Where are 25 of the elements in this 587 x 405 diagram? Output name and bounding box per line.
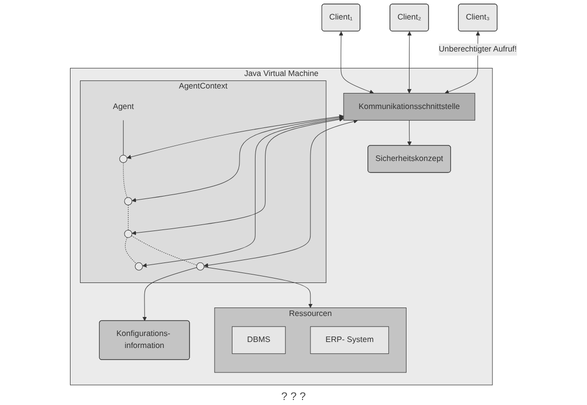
node-circle (124, 197, 132, 206)
arrow (132, 115, 344, 202)
arrow (338, 31, 374, 94)
node-box: DBMS (232, 326, 286, 354)
arrow (126, 114, 344, 160)
arrow (407, 31, 412, 94)
node-circle (119, 154, 128, 163)
arrow (407, 120, 412, 146)
arrow (204, 266, 313, 308)
node-circle (134, 262, 143, 270)
arrow (142, 116, 344, 268)
arrow (142, 267, 197, 322)
node-text: Agent (112, 102, 134, 111)
edge-label: Unberechtigter Aufruf! (438, 45, 517, 54)
node-circle (196, 262, 204, 270)
connector (131, 236, 198, 266)
arrow (204, 119, 358, 268)
connector (125, 237, 136, 264)
connector (123, 162, 128, 198)
node-box: ERP- System (310, 326, 389, 354)
connector (123, 120, 124, 156)
node-box: Kommunikationsschnittstelle (343, 93, 476, 121)
arrow (132, 117, 344, 236)
node-circle (124, 230, 132, 238)
note-text: ? ? ? (281, 391, 306, 403)
